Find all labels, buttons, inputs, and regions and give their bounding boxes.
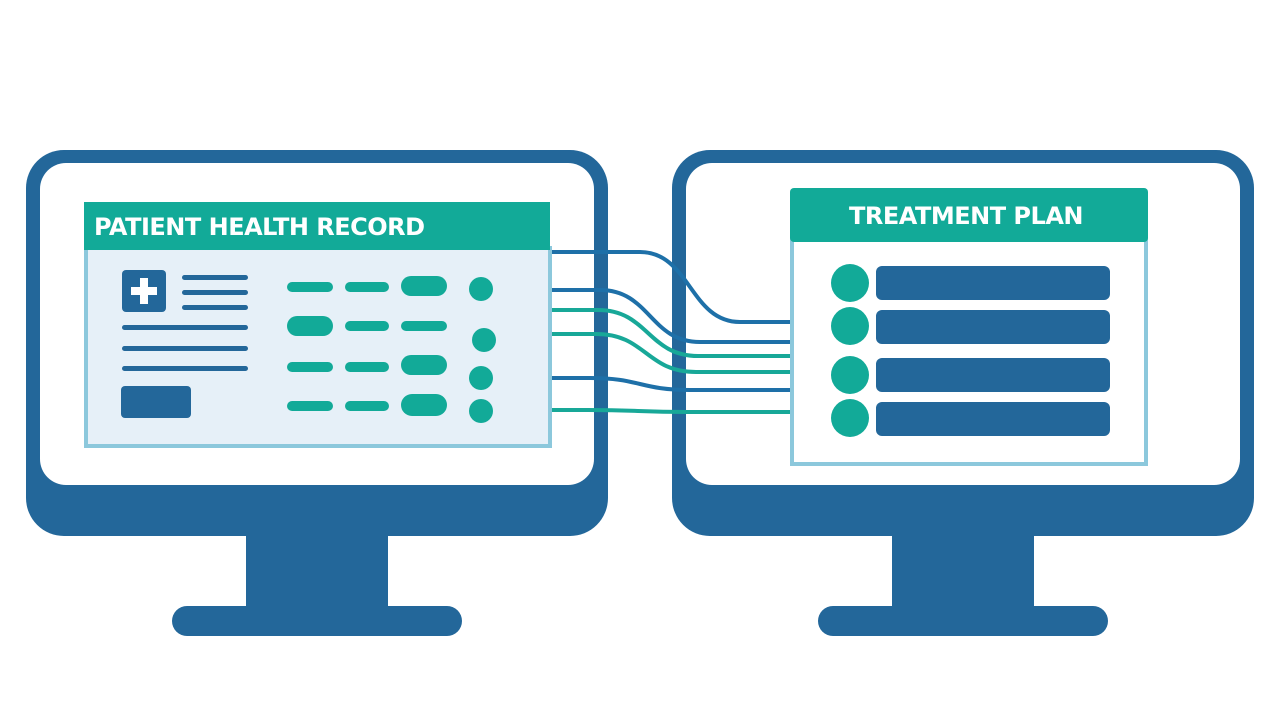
- plan-item: [831, 307, 1110, 345]
- connector-line: [503, 408, 792, 414]
- plan-item-marker: [831, 399, 869, 437]
- plan-item-marker: [831, 356, 869, 394]
- plan-panel-header: [790, 188, 1148, 242]
- patient-record-panel: PATIENT HEALTH RECORD: [84, 202, 552, 448]
- data-row: [287, 276, 493, 301]
- connection-node: [472, 328, 496, 352]
- plan-item: [831, 399, 1110, 437]
- plan-item: [831, 264, 1110, 302]
- record-panel-header: [84, 202, 550, 250]
- record-panel-title: PATIENT HEALTH RECORD: [94, 213, 425, 241]
- plan-item-bar: [876, 310, 1110, 344]
- treatment-plan-panel: TREATMENT PLAN: [790, 188, 1148, 466]
- connection-node: [469, 277, 493, 301]
- data-row: [287, 355, 493, 390]
- data-row: [287, 394, 493, 423]
- connector-lines: [503, 250, 792, 414]
- plan-item-bar: [876, 266, 1110, 300]
- plan-item-bar: [876, 358, 1110, 392]
- record-info-lines: [122, 275, 248, 371]
- plan-items: [831, 264, 1110, 437]
- info-line: [122, 346, 248, 351]
- right-monitor-stand-neck: [892, 532, 1034, 612]
- medical-cross-icon: [122, 270, 166, 312]
- plan-item-marker: [831, 307, 869, 345]
- info-line: [182, 290, 248, 295]
- info-line: [182, 305, 248, 310]
- info-line: [122, 366, 248, 371]
- plan-panel-title: TREATMENT PLAN: [849, 202, 1083, 230]
- left-monitor-stand-neck: [246, 532, 388, 612]
- plan-item-bar: [876, 402, 1110, 436]
- connector-line: [503, 332, 792, 374]
- right-monitor-stand-base: [818, 606, 1108, 636]
- connector-line: [503, 376, 792, 392]
- plan-item-marker: [831, 264, 869, 302]
- info-line: [122, 325, 248, 330]
- info-line: [182, 275, 248, 280]
- connection-node: [469, 399, 493, 423]
- connector-line: [546, 250, 792, 324]
- left-monitor-stand-base: [172, 606, 462, 636]
- connector-line: [503, 308, 792, 358]
- record-data-rows: [287, 276, 496, 423]
- plan-item: [831, 356, 1110, 394]
- connection-node: [469, 366, 493, 390]
- record-action-button: [121, 386, 191, 418]
- connector-line: [503, 288, 792, 344]
- data-row: [287, 316, 496, 352]
